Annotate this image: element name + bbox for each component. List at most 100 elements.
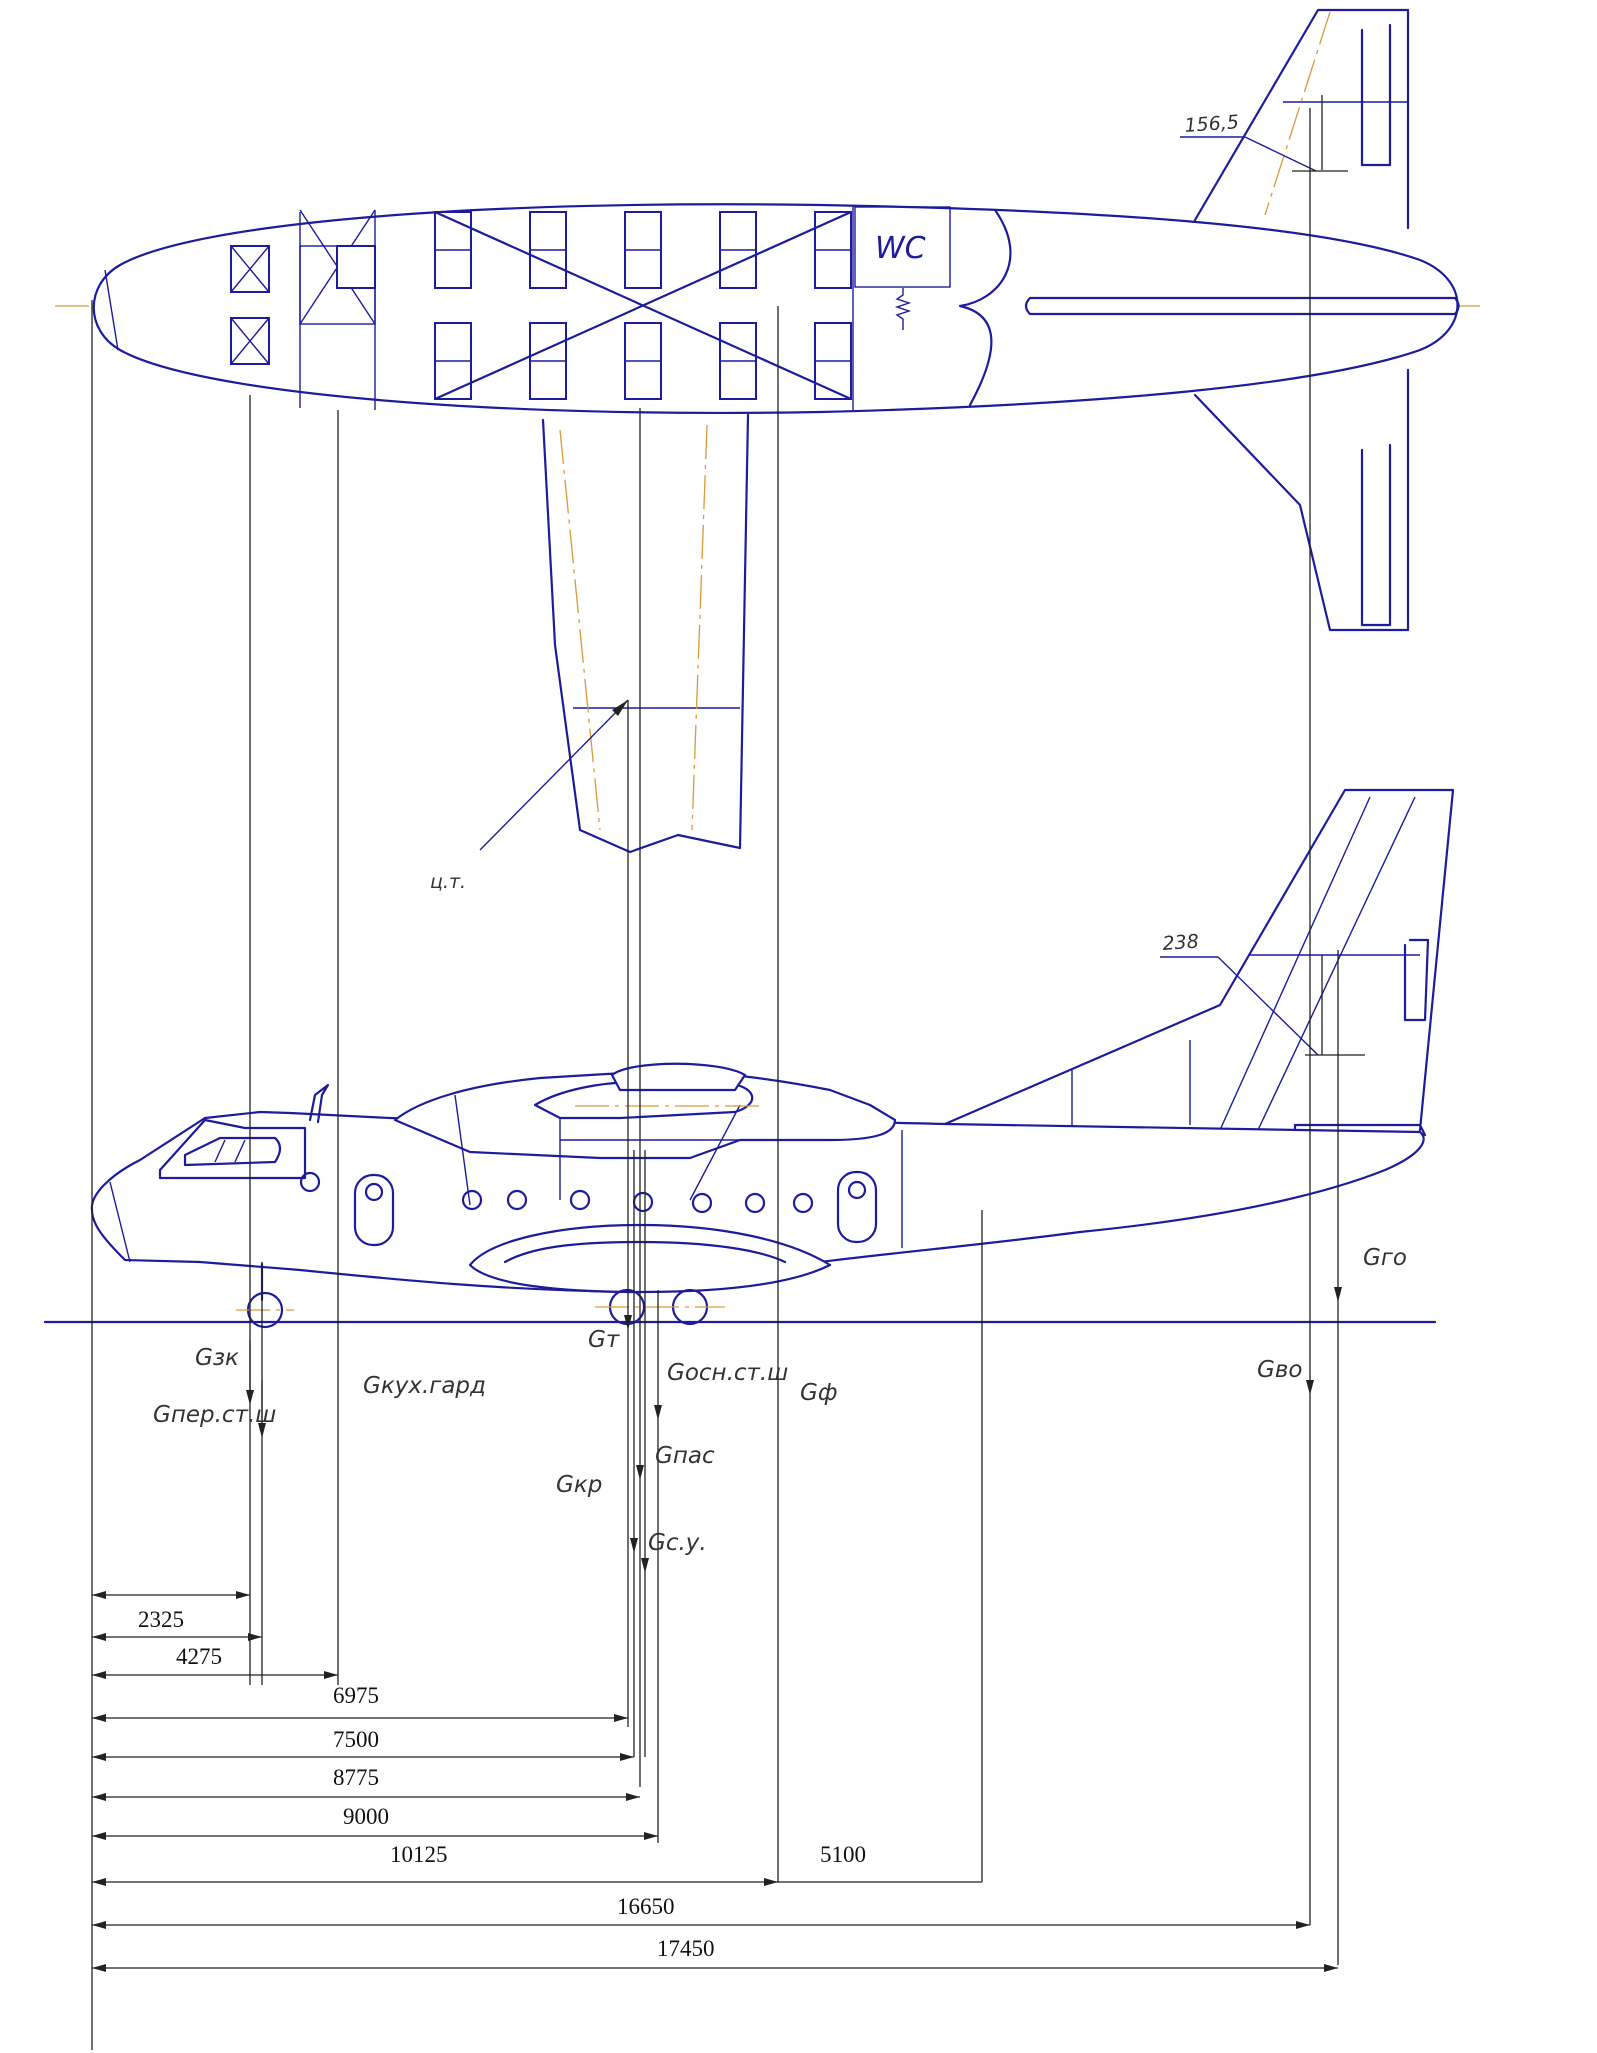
dim-156-leader-diag (1244, 136, 1317, 172)
top-view: WC 156,5 ц.т. (55, 8, 1480, 893)
antenna (308, 1083, 330, 1124)
seat-cushion-lines (435, 249, 851, 362)
upper-fin-axis (1264, 11, 1331, 216)
main-gear (595, 1288, 725, 1326)
cg-leader (479, 699, 629, 851)
label-g-su: Gс.у. (648, 1530, 707, 1556)
dim-10125: 10125 (92, 1832, 658, 1867)
label-g-per: Gпер.ст.ш (153, 1402, 276, 1428)
arrow-g-t (624, 1315, 632, 1330)
weight-labels: Gзк Gпер.ст.ш Gкух.гард Gт Gосн.ст.ш Gф … (153, 1245, 1407, 1556)
dim-2325-label: 2325 (138, 1607, 184, 1632)
rear-door (836, 1170, 878, 1244)
tail-boom (1024, 296, 1460, 316)
upper-fin-elevator (1360, 23, 1392, 167)
dim-10125-label: 10125 (390, 1842, 448, 1867)
window (299, 1171, 321, 1193)
fuselage-top-outline (92, 203, 1459, 415)
wing-outline (541, 413, 750, 854)
passenger-seats (434, 211, 852, 400)
door-spring (894, 288, 912, 330)
wc-box (854, 206, 951, 288)
dim-16650-label: 16650 (617, 1894, 675, 1919)
label-g-pas: Gпас (655, 1443, 715, 1469)
cockpit (158, 1118, 307, 1180)
window (506, 1189, 528, 1211)
dim-6975: 6975 (92, 1671, 379, 1708)
window (744, 1192, 766, 1214)
label-g-f: Gф (800, 1380, 838, 1406)
wing-axis-left (559, 429, 601, 831)
dim-8775: 8775 (92, 1753, 634, 1790)
label-g-vo: Gво (1257, 1357, 1302, 1383)
label-g-go: Gго (1363, 1245, 1407, 1271)
dim-4275: 4275 (92, 1633, 262, 1669)
window (569, 1189, 591, 1211)
window (792, 1192, 814, 1214)
wc-label: WC (875, 231, 926, 266)
arrow-g-osn (654, 1405, 662, 1420)
dim-5100: 5100 (92, 1842, 982, 1886)
dim-238-leader-diag (1217, 956, 1319, 1056)
side-view: 238 (43, 788, 1455, 1329)
upper-fin-outline (1193, 8, 1410, 230)
weight-arrows (246, 1287, 1342, 1573)
dim-5100-label: 5100 (820, 1842, 866, 1867)
nose-gear (236, 1262, 294, 1329)
rear-bulkhead-curve (958, 208, 1012, 407)
dim-7500-label: 7500 (333, 1727, 379, 1752)
label-g-t: Gт (588, 1327, 620, 1353)
front-door-window (364, 1182, 384, 1202)
arrow-g-go (1334, 1287, 1342, 1302)
arrow-g-pas (636, 1465, 644, 1480)
cabin-cross-b (433, 210, 853, 401)
window (691, 1192, 713, 1214)
fairing-line-1 (454, 1094, 471, 1206)
arrow-g-zk (246, 1390, 254, 1405)
dimension-lines: 2325 4275 6975 7500 8775 9000 (92, 1591, 1338, 1972)
side-fin-outline (943, 788, 1455, 1132)
dim-7500: 7500 (92, 1714, 628, 1752)
fairing-line-4 (689, 1104, 741, 1201)
projection-lines (91, 95, 1339, 2050)
rear-door-window (847, 1180, 867, 1200)
arrow-g-kr (630, 1538, 638, 1553)
dim-6975-label: 6975 (333, 1683, 379, 1708)
rudder-tab (1403, 938, 1430, 1022)
label-g-kr: Gкр (556, 1472, 602, 1498)
cockpit-window-frame-1 (214, 1139, 226, 1163)
nacelle-intake (610, 1062, 747, 1092)
side-fin-line-2 (1257, 796, 1416, 1131)
nose-line (104, 269, 119, 351)
dim-2325: 2325 (92, 1591, 250, 1632)
label-g-kuh: Gкух.гард (363, 1373, 486, 1399)
arrow-g-su (641, 1558, 649, 1573)
side-fin-line-1 (1219, 796, 1371, 1131)
cockpit-window-frame-2 (234, 1139, 246, 1163)
cockpit-window (183, 1136, 282, 1167)
front-door (353, 1173, 395, 1247)
dim-4275-label: 4275 (176, 1644, 222, 1669)
dim-17450: 17450 (92, 1936, 1338, 1972)
dim-238-label: 238 (1162, 931, 1200, 955)
dim-8775-label: 8775 (333, 1765, 379, 1790)
label-g-zk: Gзк (195, 1345, 239, 1371)
window (461, 1189, 483, 1211)
lower-tail-elevator (1360, 443, 1392, 627)
cg-arrowhead (612, 700, 628, 716)
dim-156-label: 156,5 (1184, 111, 1240, 137)
label-g-osn: Gосн.ст.ш (667, 1360, 788, 1386)
arrow-g-per (258, 1423, 266, 1438)
nose-cone-line (109, 1181, 131, 1263)
dim-9000-label: 9000 (343, 1804, 389, 1829)
cg-note: ц.т. (430, 871, 466, 893)
dim-16650: 16650 (92, 1894, 1310, 1929)
arrow-g-vo (1306, 1380, 1314, 1395)
lower-tail-outline (1193, 368, 1410, 632)
crew-seats (230, 245, 376, 365)
wing-axis-right (691, 424, 708, 831)
attendant-seat (336, 245, 376, 289)
dim-9000: 9000 (92, 1793, 640, 1829)
dim-17450-label: 17450 (657, 1936, 715, 1961)
